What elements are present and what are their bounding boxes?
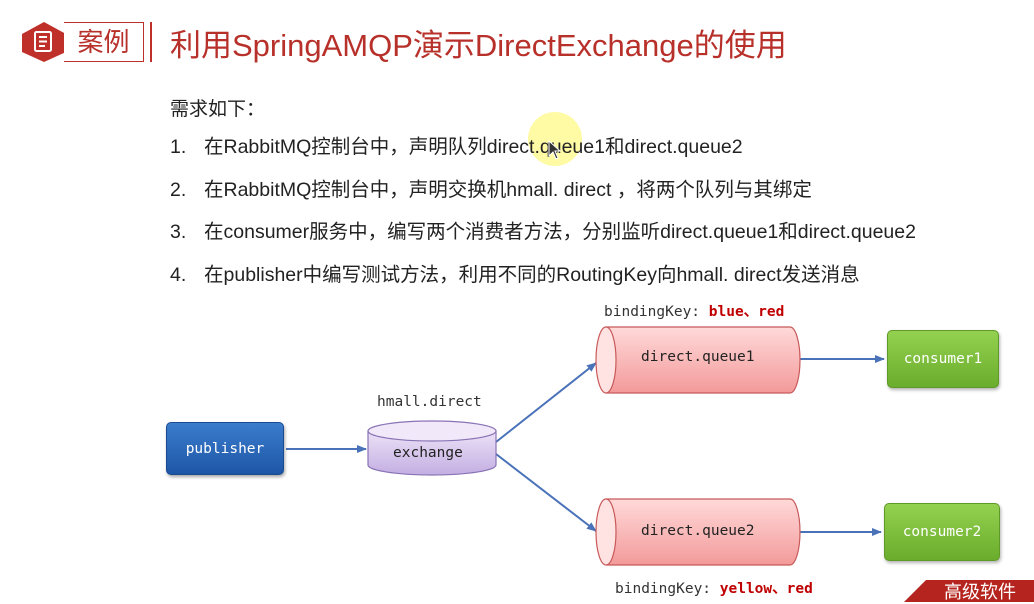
binding-key-values: blue、red bbox=[708, 304, 785, 320]
requirement-text: 在publisher中编写测试方法，利用不同的RoutingKey向hmall.… bbox=[204, 263, 860, 286]
arrow-exchange-to-queue2 bbox=[495, 453, 597, 532]
mouse-cursor-icon bbox=[548, 140, 562, 160]
queue1-label: direct.queue1 bbox=[641, 349, 755, 365]
requirement-item: 2. 在RabbitMQ控制台中，声明交换机hmall. direct ，将两个队… bbox=[170, 171, 916, 214]
requirement-text: 在consumer服务中，编写两个消费者方法，分别监听direct.queue1… bbox=[204, 221, 916, 243]
exchange-name-label: hmall.direct bbox=[377, 394, 482, 410]
binding-key-values: yellow、red bbox=[719, 581, 813, 597]
page-title: 利用SpringAMQP演示DirectExchange的使用 bbox=[170, 28, 787, 63]
requirements-list: 1. 在RabbitMQ控制台中，声明队列direct.queue1和direct… bbox=[170, 128, 916, 298]
requirement-text: 在RabbitMQ控制台中，声明队列direct.queue1和direct.q… bbox=[204, 136, 743, 158]
requirement-number: 4. bbox=[170, 263, 187, 286]
document-icon bbox=[22, 22, 66, 62]
publisher-box: publisher bbox=[166, 422, 284, 475]
binding-key-queue1: bindingKey: blue、red bbox=[604, 300, 784, 321]
direct-exchange-diagram: publisher consumer1 consumer2 hmall.dire… bbox=[0, 290, 1034, 602]
queue2-label: direct.queue2 bbox=[641, 523, 755, 539]
corner-banner-text: 高级软件 bbox=[944, 582, 1016, 603]
binding-key-prefix: bindingKey: bbox=[615, 581, 712, 597]
binding-key-prefix: bindingKey: bbox=[604, 304, 701, 320]
arrow-exchange-to-queue1 bbox=[495, 362, 597, 443]
consumer2-box: consumer2 bbox=[884, 503, 1000, 561]
queue2-cylinder bbox=[595, 498, 801, 566]
requirement-number: 1. bbox=[170, 136, 187, 158]
requirement-item: 1. 在RabbitMQ控制台中，声明队列direct.queue1和direct… bbox=[170, 128, 916, 171]
requirement-number: 2. bbox=[170, 178, 187, 201]
requirement-item: 3. 在consumer服务中，编写两个消费者方法，分别监听direct.queu… bbox=[170, 213, 916, 256]
requirement-item: 4. 在publisher中编写测试方法，利用不同的RoutingKey向hmal… bbox=[170, 256, 916, 299]
consumer1-box: consumer1 bbox=[887, 330, 999, 388]
exchange-cylinder bbox=[367, 420, 497, 476]
requirement-number: 3. bbox=[170, 221, 187, 243]
diagram-canvas bbox=[286, 326, 885, 566]
case-badge-label: 案例 bbox=[64, 22, 144, 62]
queue1-cylinder bbox=[595, 326, 801, 394]
title-divider bbox=[150, 22, 152, 62]
binding-key-queue2: bindingKey: yellow、red bbox=[615, 577, 813, 598]
requirements-intro: 需求如下： bbox=[170, 99, 266, 120]
slide-header: 案例 利用SpringAMQP演示DirectExchange的使用 bbox=[0, 0, 1034, 80]
requirement-text: 在RabbitMQ控制台中，声明交换机hmall. direct ，将两个队列与… bbox=[204, 178, 812, 201]
exchange-label: exchange bbox=[393, 445, 463, 461]
corner-banner bbox=[904, 580, 1034, 602]
